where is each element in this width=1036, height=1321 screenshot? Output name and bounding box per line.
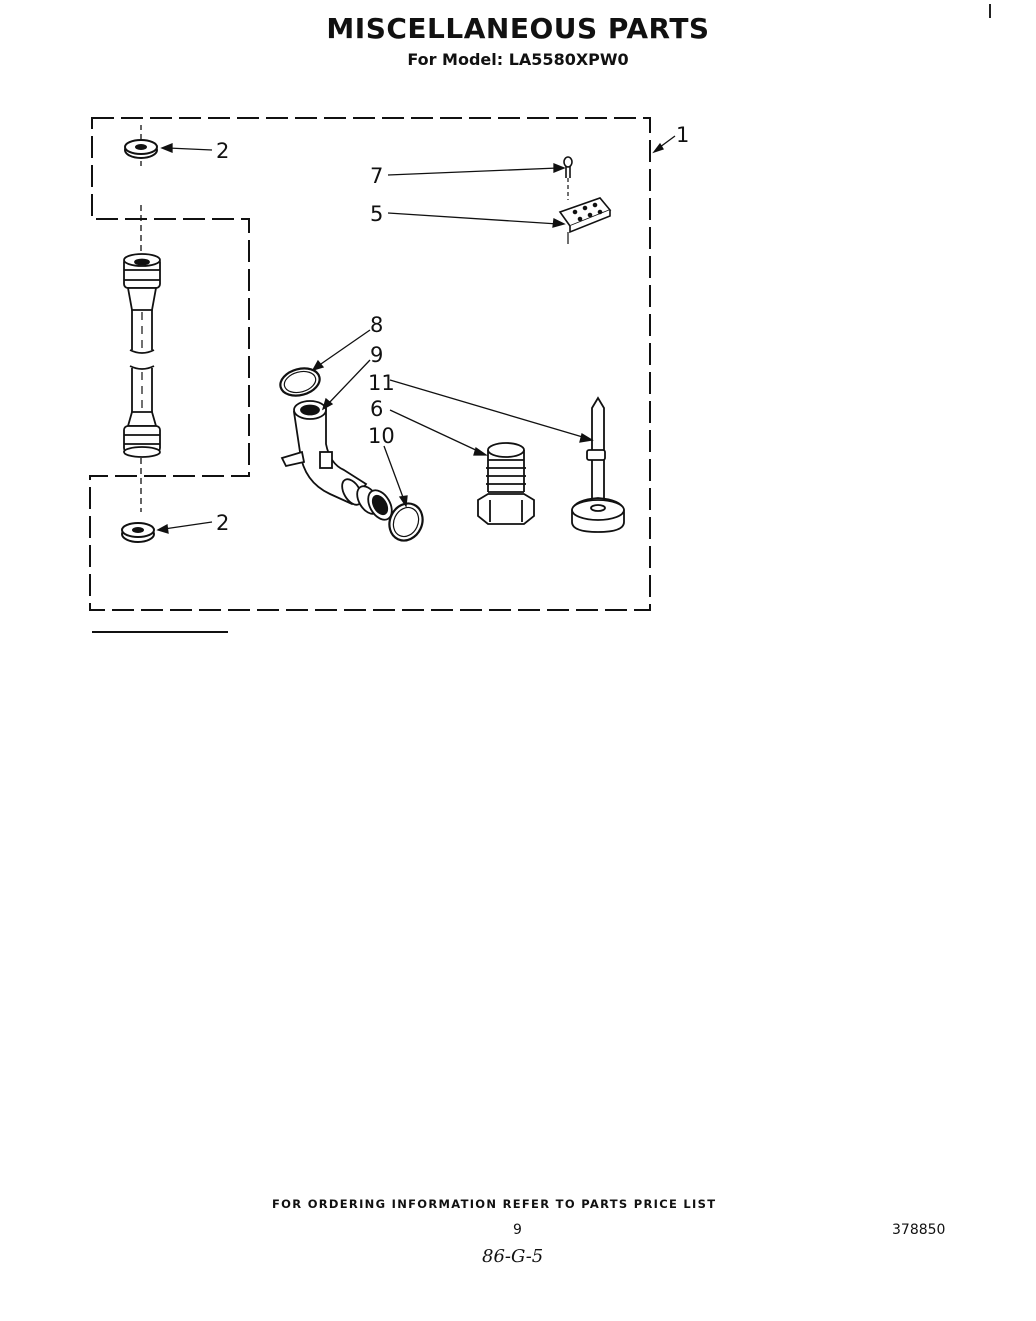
- kit-boundary: [89, 117, 651, 611]
- callout-1: 1: [676, 123, 689, 147]
- o-ring: [279, 367, 321, 397]
- callout-7: 7: [370, 164, 383, 188]
- callout-6: 6: [370, 397, 383, 421]
- callout-10: 10: [368, 424, 395, 448]
- callout-2-top: 2: [216, 139, 229, 163]
- callout-9: 9: [370, 343, 383, 367]
- page-title: MISCELLANEOUS PARTS: [326, 12, 710, 45]
- callout-5: 5: [370, 202, 383, 226]
- drain-hose-elbow: [280, 400, 393, 521]
- bracket: [558, 197, 612, 244]
- document-number: 378850: [892, 1222, 946, 1238]
- fill-hose: [123, 205, 161, 512]
- leveling-leg: [571, 396, 625, 533]
- page-number: 9: [513, 1222, 522, 1238]
- ordering-note: FOR ORDERING INFORMATION REFER TO PARTS …: [272, 1197, 717, 1211]
- callout-8: 8: [370, 313, 383, 337]
- callout-11: 11: [368, 371, 395, 395]
- washer-top: [124, 125, 158, 167]
- leader-lines: [156, 135, 676, 534]
- o-ring-lower: [388, 502, 424, 542]
- drain-fitting: [477, 442, 535, 525]
- model-subtitle: For Model: LA5580XPW0: [407, 50, 629, 69]
- handwritten-note: 86-G-5: [482, 1246, 544, 1267]
- clip: [563, 156, 573, 200]
- callout-2-bottom: 2: [216, 511, 229, 535]
- washer-bottom: [121, 522, 155, 543]
